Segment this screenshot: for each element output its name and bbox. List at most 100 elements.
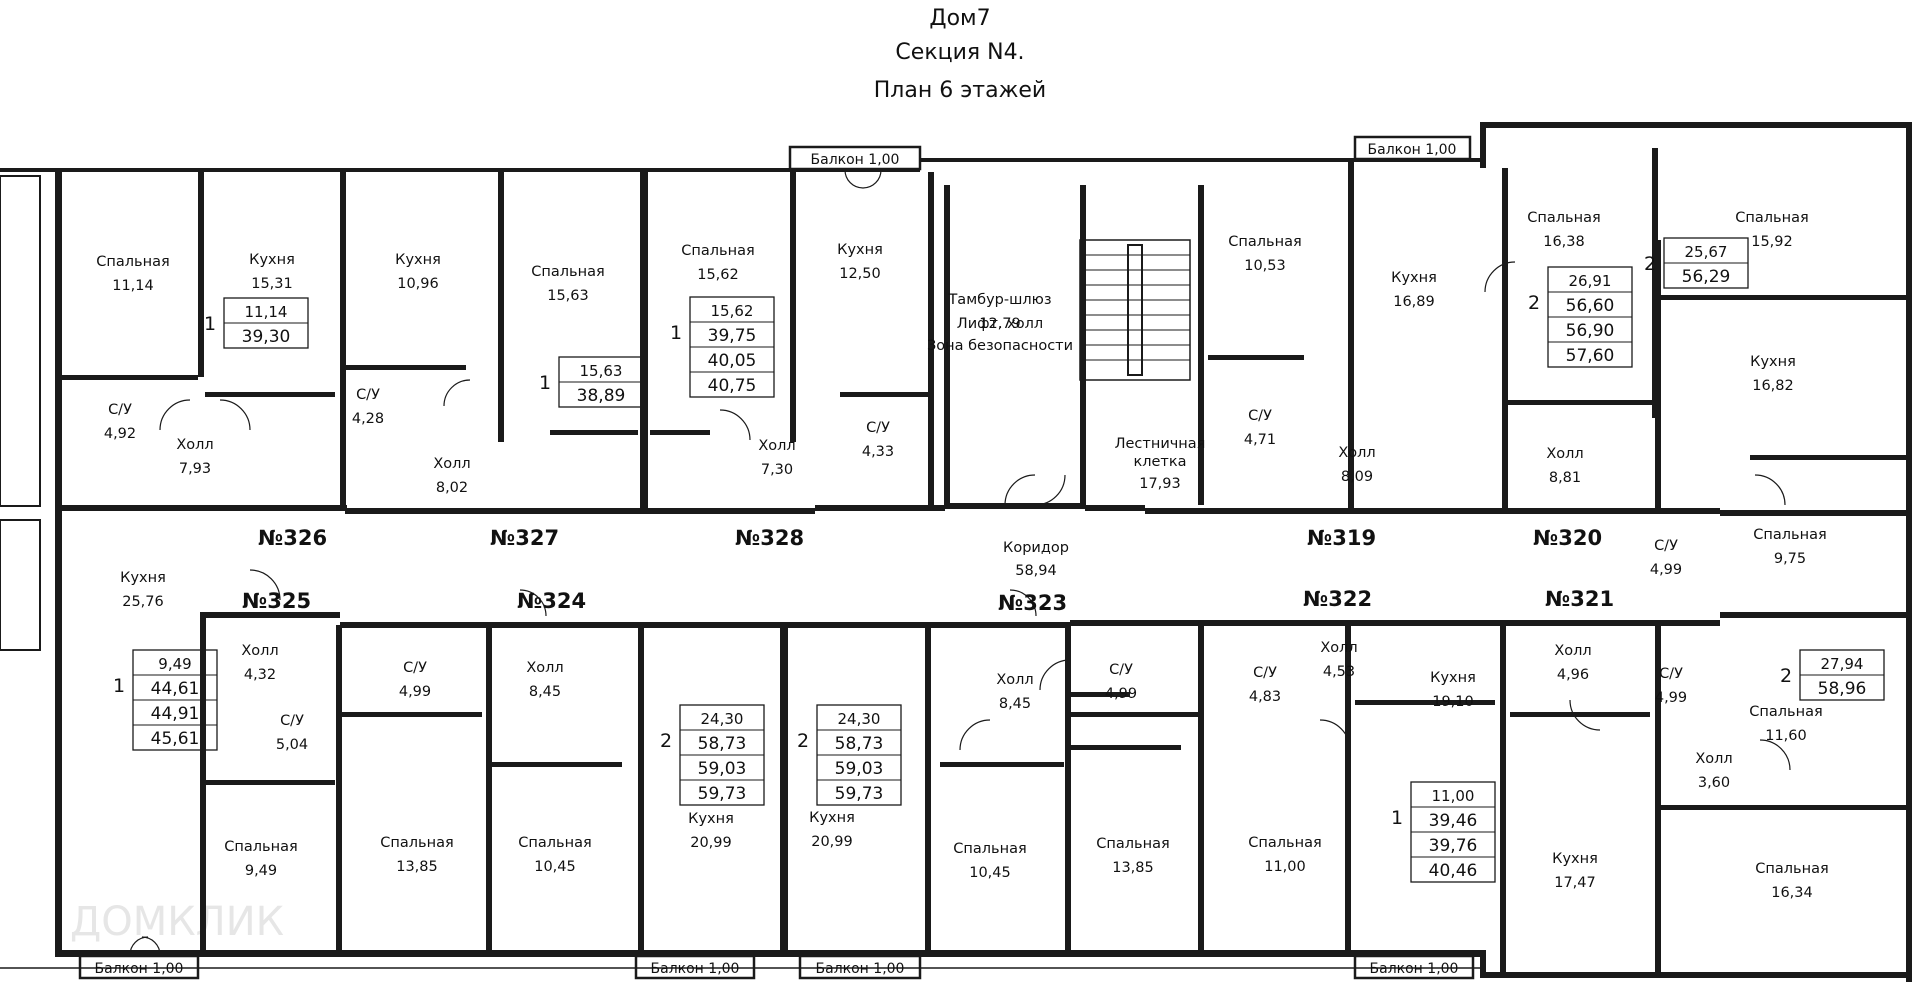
room-name-28: Спальная [224, 839, 297, 855]
summary-value: 39,30 [242, 327, 291, 347]
room-area-20: 8,81 [1549, 470, 1581, 486]
room-labels: Спальная11,14Кухня15,31С/У4,92Холл7,93Ку… [96, 210, 1828, 901]
room-name-42: Кухня [1430, 670, 1476, 686]
summary-value: 56,90 [1566, 321, 1615, 341]
room-name-46: Спальная [1749, 704, 1822, 720]
room-name-36: С/У [1109, 662, 1133, 678]
apartment-number-320: №320 [1533, 526, 1602, 550]
room-name-47: Кухня [1552, 851, 1598, 867]
summary-value: 11,14 [245, 303, 288, 321]
room-name-30: Холл [526, 660, 563, 676]
watermark: ДОМКЛИК [70, 899, 284, 945]
summary-value: 59,03 [835, 759, 884, 779]
balcony-label-south-4: Балкон 1,00 [1370, 961, 1459, 977]
room-name-13: Тамбур-шлюз [947, 292, 1051, 308]
summary-value: 11,00 [1432, 787, 1475, 805]
room-name-33: Кухня [688, 811, 734, 827]
room-name-11: Кухня [837, 242, 883, 258]
summary-room-count: 2 [1528, 292, 1540, 314]
room-area-26: 4,32 [244, 667, 276, 683]
room-name-44: С/У [1659, 666, 1683, 682]
apartment-number-322: №322 [1303, 587, 1372, 611]
room-area-27: 5,04 [276, 737, 308, 753]
summary-room-count: 1 [204, 313, 216, 335]
summary-value: 58,96 [1818, 679, 1867, 699]
apartment-number-325: №325 [242, 589, 311, 613]
room-name-20: Холл [1546, 446, 1583, 462]
room-name-15: Спальная [1228, 234, 1301, 250]
room-area-17: 16,89 [1393, 294, 1435, 310]
room-name-7: Холл [433, 456, 470, 472]
room-name-8: Спальная [531, 264, 604, 280]
summary-value: 58,73 [698, 734, 747, 754]
summary-room-count: 1 [113, 675, 125, 697]
room-area-34: 20,99 [811, 834, 853, 850]
balcony-label-south-3: Балкон 1,00 [816, 961, 905, 977]
room-area-33: 20,99 [690, 835, 732, 851]
section-title: Секция N4. [895, 40, 1025, 65]
summary-value: 56,60 [1566, 296, 1615, 316]
summary-value: 44,61 [151, 679, 200, 699]
apartment-number-324: №324 [517, 589, 586, 613]
room-area-16: 4,71 [1244, 432, 1276, 448]
room-name-31: Спальная [380, 835, 453, 851]
summary-value: 45,61 [151, 729, 200, 749]
room-name-38: Спальная [1096, 836, 1169, 852]
room-name-43: Холл [1554, 643, 1591, 659]
apartment-number-323: №323 [998, 591, 1067, 615]
summary-value: 24,30 [838, 710, 881, 728]
summary-room-count: 1 [1391, 807, 1403, 829]
room-area-37: 10,45 [969, 865, 1011, 881]
apartment-summaries: 11,1439,30115,6338,89115,6239,7540,0540,… [113, 237, 1885, 883]
house-title: Дом7 [929, 6, 991, 31]
apartment-number-321: №321 [1545, 587, 1614, 611]
summary-value: 9,49 [158, 655, 191, 673]
summary-room-count: 2 [660, 730, 672, 752]
room-area-30: 8,45 [529, 684, 561, 700]
balcony-label-south-1: Балкон 1,00 [95, 961, 184, 977]
summary-value: 38,89 [577, 386, 626, 406]
room-name-35: Холл [996, 672, 1033, 688]
summary-room-count: 1 [670, 322, 682, 344]
room-area-3: 4,92 [104, 426, 136, 442]
summary-value: 59,73 [698, 784, 747, 804]
room-area-7: 8,02 [436, 480, 468, 496]
room-area-41: 11,00 [1264, 859, 1306, 875]
south-partitions [200, 612, 1906, 975]
room-name-12: С/У [866, 420, 890, 436]
room-area-45: 3,60 [1698, 775, 1730, 791]
room-name-29: С/У [403, 660, 427, 676]
lobby-line-2: Зона безопасности [927, 338, 1073, 354]
room-name-45: Холл [1695, 751, 1732, 767]
room-area-32: 10,45 [534, 859, 576, 875]
room-area-1: 11,14 [112, 278, 154, 294]
summary-value: 58,73 [835, 734, 884, 754]
apartment-number-319: №319 [1307, 526, 1376, 550]
room-area-40: 4,53 [1323, 664, 1355, 680]
staircase [1079, 239, 1191, 381]
balcony-label-north-2: Балкон 1,00 [1368, 142, 1457, 158]
summary-room-count: 1 [539, 372, 551, 394]
apartment-number-326: №326 [258, 526, 327, 550]
room-area-38: 13,85 [1112, 860, 1154, 876]
room-name-17: Кухня [1391, 270, 1437, 286]
summary-value: 59,03 [698, 759, 747, 779]
summary-value: 56,29 [1682, 267, 1731, 287]
room-area-11: 12,50 [839, 266, 881, 282]
room-name-5: Кухня [395, 252, 441, 268]
room-name-39: С/У [1253, 665, 1277, 681]
apartment-number-327: №327 [490, 526, 559, 550]
room-name-4: Холл [176, 437, 213, 453]
summary-value: 27,94 [1821, 655, 1864, 673]
room-area-47: 17,47 [1554, 875, 1596, 891]
corridor-area: 58,94 [1015, 563, 1057, 579]
room-name-6: С/У [356, 387, 380, 403]
